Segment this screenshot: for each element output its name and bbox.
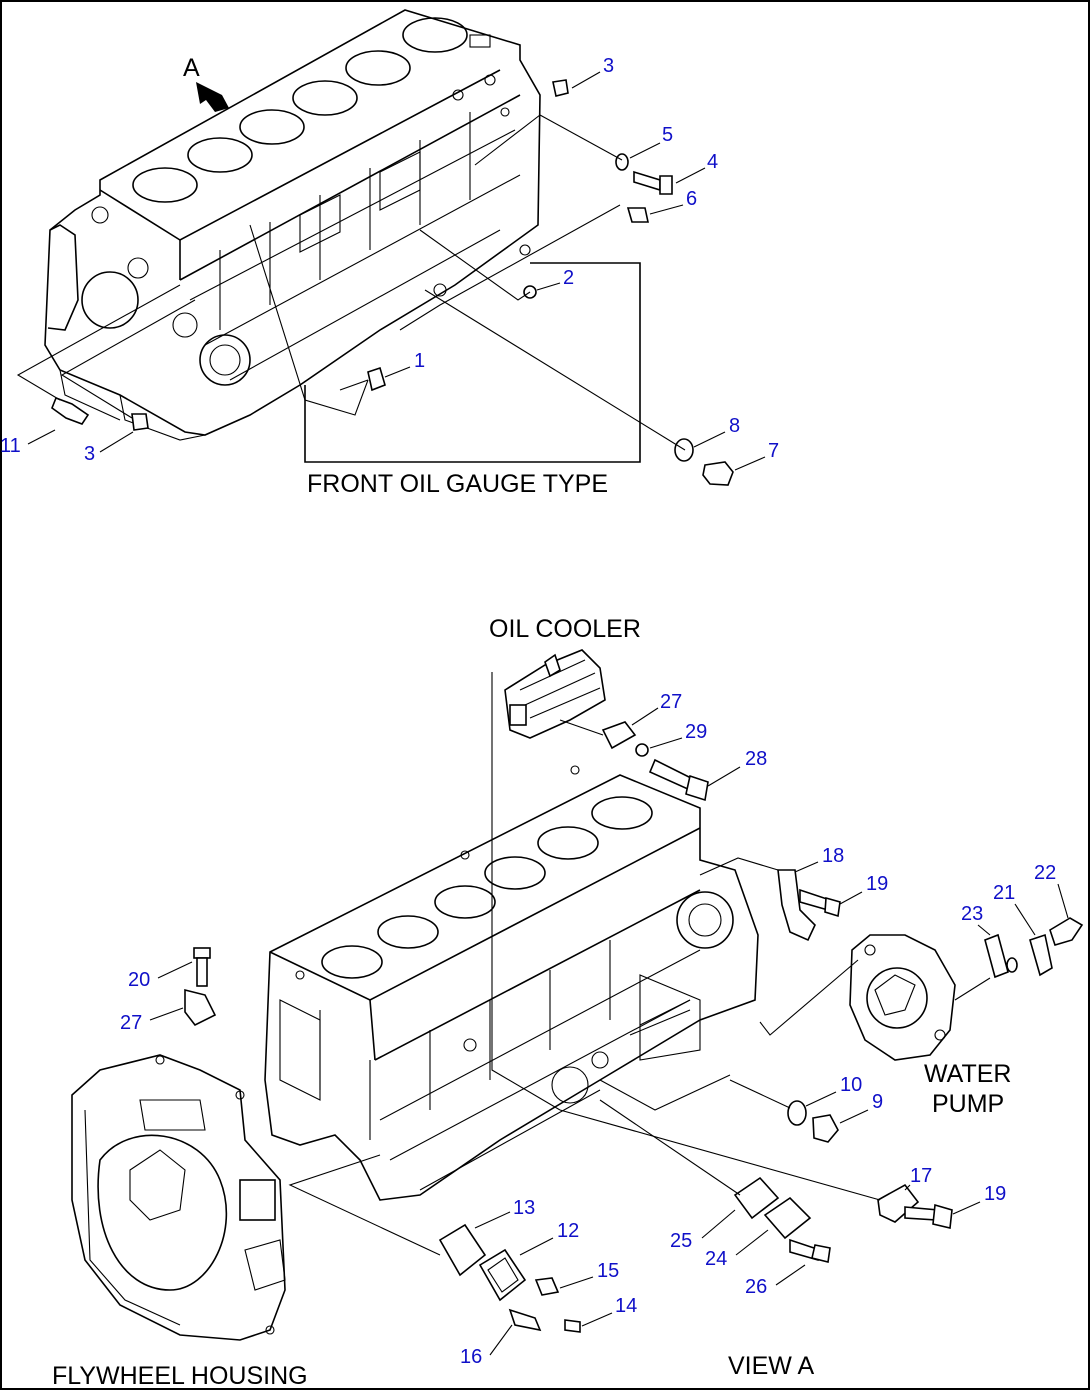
callout-26: 26 [745, 1276, 767, 1298]
callout-1: 1 [414, 350, 425, 372]
callout-15: 15 [597, 1260, 619, 1282]
oil-cooler: OIL COOLER [489, 615, 641, 1111]
caption-water: WATER [924, 1060, 1012, 1088]
caption-view-a: VIEW A [728, 1352, 814, 1380]
callout-3-lower: 3 [84, 443, 95, 465]
callout-25: 25 [670, 1230, 692, 1252]
callout-17: 17 [910, 1165, 932, 1187]
front-oil-gauge-box: FRONT OIL GAUGE TYPE [304, 262, 641, 498]
callout-16: 16 [460, 1346, 482, 1368]
caption-flywheel-housing: FLYWHEEL HOUSING [52, 1362, 308, 1390]
lower-right-parts [559, 1074, 953, 1229]
caption-pump: PUMP [932, 1090, 1004, 1118]
callout-19-bottom: 19 [984, 1183, 1006, 1205]
water-pump-parts [954, 917, 1084, 1001]
callout-28: 28 [745, 748, 767, 770]
cylinder-block-top [44, 9, 541, 441]
callout-3: 3 [603, 55, 614, 77]
caption-oil-cooler: OIL COOLER [489, 615, 641, 643]
callout-7: 7 [768, 440, 779, 462]
oil-cooler-parts [559, 719, 709, 802]
callout-4: 4 [707, 151, 718, 173]
callout-9: 9 [872, 1091, 883, 1113]
caption-front-oil-gauge: FRONT OIL GAUGE TYPE [307, 470, 608, 498]
callout-5: 5 [662, 124, 673, 146]
callout-10: 10 [840, 1074, 862, 1096]
cover-plates-left [288, 1154, 581, 1333]
bolt-20-bracket-27 [184, 947, 217, 1027]
callout-11: 11 [0, 435, 21, 457]
callout-21: 21 [993, 882, 1015, 904]
callout-20: 20 [128, 969, 150, 991]
callout-13: 13 [513, 1197, 535, 1219]
callout-18: 18 [822, 845, 844, 867]
cylinder-block-bottom [264, 765, 759, 1201]
cover-plates-right [599, 1099, 831, 1263]
callout-23: 23 [961, 903, 983, 925]
callout-2: 2 [563, 267, 574, 289]
callout-24: 24 [705, 1248, 727, 1270]
top-parts [16, 79, 734, 486]
callout-19-top: 19 [866, 873, 888, 895]
bottom-callouts: 27 29 28 18 19 22 21 23 10 9 17 19 20 27… [120, 691, 1069, 1368]
flywheel-housing: FLYWHEEL HOUSING [52, 1054, 308, 1390]
view-marker-a: A [183, 54, 200, 82]
bracket-18 [699, 857, 841, 942]
callout-29: 29 [685, 721, 707, 743]
water-pump: WATER PUMP [759, 934, 1012, 1118]
callout-6: 6 [686, 188, 697, 210]
callout-27-bottom: 27 [120, 1012, 142, 1034]
callout-8: 8 [729, 415, 740, 437]
callout-12: 12 [557, 1220, 579, 1242]
view-a-arrow: A [183, 54, 229, 112]
callout-14: 14 [615, 1295, 637, 1317]
top-callouts: 3 5 4 6 2 1 8 7 11 3 [0, 55, 779, 471]
callout-22: 22 [1034, 862, 1056, 884]
callout-27-top: 27 [660, 691, 682, 713]
